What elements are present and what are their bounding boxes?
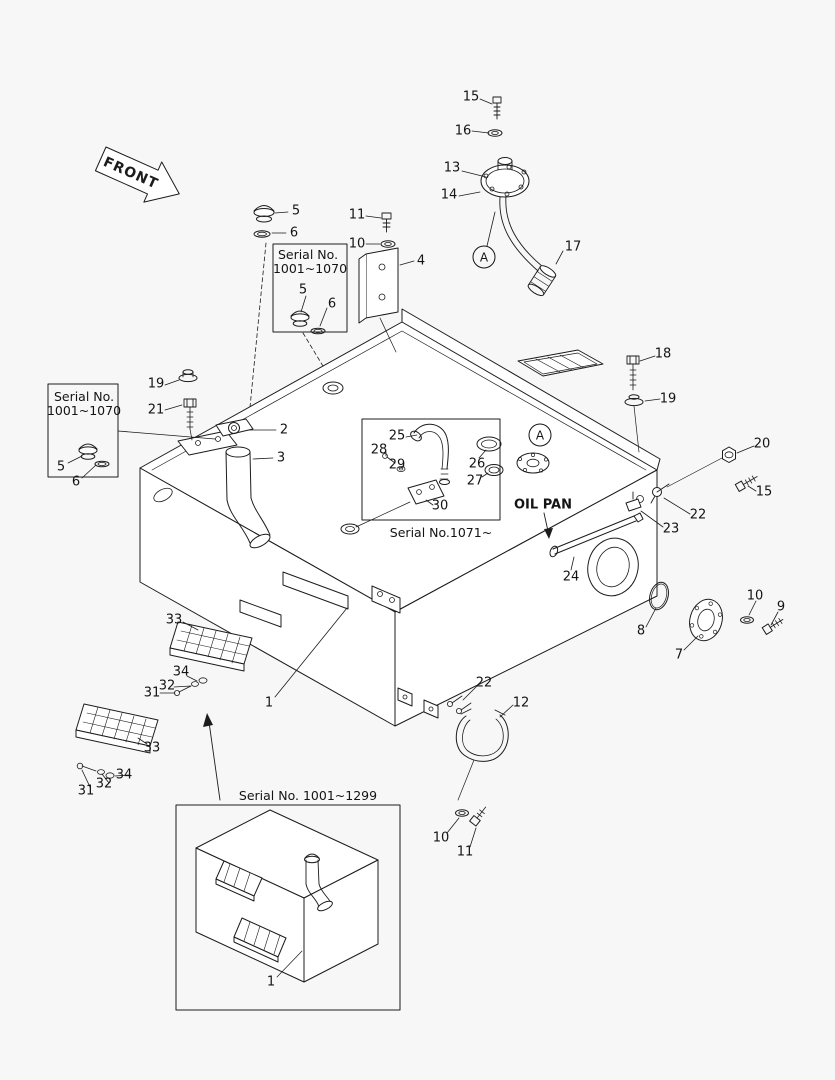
part-number-6: 6 [71, 474, 81, 490]
part-number-2: 2 [279, 422, 289, 438]
part-number-27: 27 [466, 473, 484, 489]
section-marker-a: A [528, 423, 552, 447]
drain-cover-assembly [649, 581, 784, 642]
part-number-25: 25 [388, 428, 406, 444]
part-number-24: 24 [562, 569, 580, 585]
filler-cap-parts [78, 205, 326, 468]
part-number-10: 10 [432, 830, 450, 846]
part-number-20: 20 [753, 436, 771, 452]
part-number-21: 21 [147, 402, 165, 418]
part-number-11: 11 [456, 844, 474, 860]
serial-note-left-line2: 1001~1070 [46, 402, 122, 418]
front-direction-arrow: FRONT [94, 146, 180, 203]
part-number-31: 31 [143, 685, 161, 701]
part-number-32: 32 [158, 678, 176, 694]
part-number-6: 6 [327, 296, 337, 312]
part-number-4: 4 [416, 253, 426, 269]
serial-note-left-line1: Serial No. [53, 388, 115, 404]
part-number-6: 6 [289, 225, 299, 241]
part-number-16: 16 [454, 123, 472, 139]
step-assemblies [75, 621, 253, 779]
serial-note-middle: Serial No.1071~ [389, 524, 493, 540]
part-number-34: 34 [172, 664, 190, 680]
part-number-18: 18 [654, 346, 672, 362]
part-number-1: 1 [264, 695, 274, 711]
mount-bolt-right [624, 355, 644, 453]
part-number-17: 17 [564, 239, 582, 255]
part-number-34: 34 [115, 767, 133, 783]
part-number-33: 33 [165, 612, 183, 628]
part-number-30: 30 [431, 498, 449, 514]
part-number-15: 15 [462, 89, 480, 105]
serial-note-top-line2: 1001~1070 [272, 260, 348, 276]
section-marker-a: A [472, 245, 496, 269]
part-number-22: 22 [475, 675, 493, 691]
part-number-32: 32 [95, 776, 113, 792]
part-number-13: 13 [443, 160, 461, 176]
part-number-10: 10 [348, 236, 366, 252]
part-number-11: 11 [348, 207, 366, 223]
part-number-14: 14 [440, 187, 458, 203]
part-number-10: 10 [746, 588, 764, 604]
part-number-8: 8 [636, 623, 646, 639]
part-number-33: 33 [143, 740, 161, 756]
clamp-assembly [446, 695, 509, 827]
part-number-5: 5 [298, 282, 308, 298]
part-number-19: 19 [147, 376, 165, 392]
oil-pan-label: OIL PAN [514, 497, 572, 513]
part-number-1: 1 [266, 974, 276, 990]
hose-assembly [355, 423, 550, 528]
part-number-23: 23 [662, 521, 680, 537]
part-number-19: 19 [659, 391, 677, 407]
leader-lines [67, 98, 779, 848]
fuel-sender-assembly [480, 96, 557, 297]
mount-bolt-left [178, 369, 198, 441]
part-number-9: 9 [776, 599, 786, 615]
part-number-29: 29 [388, 457, 406, 473]
part-number-22: 22 [689, 507, 707, 523]
part-number-15: 15 [755, 484, 773, 500]
part-number-5: 5 [291, 203, 301, 219]
serial-note-top-line1: Serial No. [277, 246, 339, 262]
part-number-7: 7 [674, 647, 684, 663]
inset-tank-early-serial [195, 809, 379, 983]
part-number-26: 26 [468, 456, 486, 472]
part-number-5: 5 [56, 459, 66, 475]
drain-pipe-assembly [549, 483, 670, 558]
part-number-12: 12 [512, 695, 530, 711]
bracket-assembly [358, 212, 399, 353]
part-number-28: 28 [370, 442, 388, 458]
reference-dashed-lines [246, 242, 333, 439]
corner-fasteners-right [666, 446, 758, 492]
serial-range-boxes [47, 243, 501, 1011]
part-number-3: 3 [276, 450, 286, 466]
part-number-31: 31 [77, 783, 95, 799]
pointer-arrows [203, 512, 553, 801]
serial-note-bottom: Serial No. 1001~1299 [238, 787, 378, 803]
